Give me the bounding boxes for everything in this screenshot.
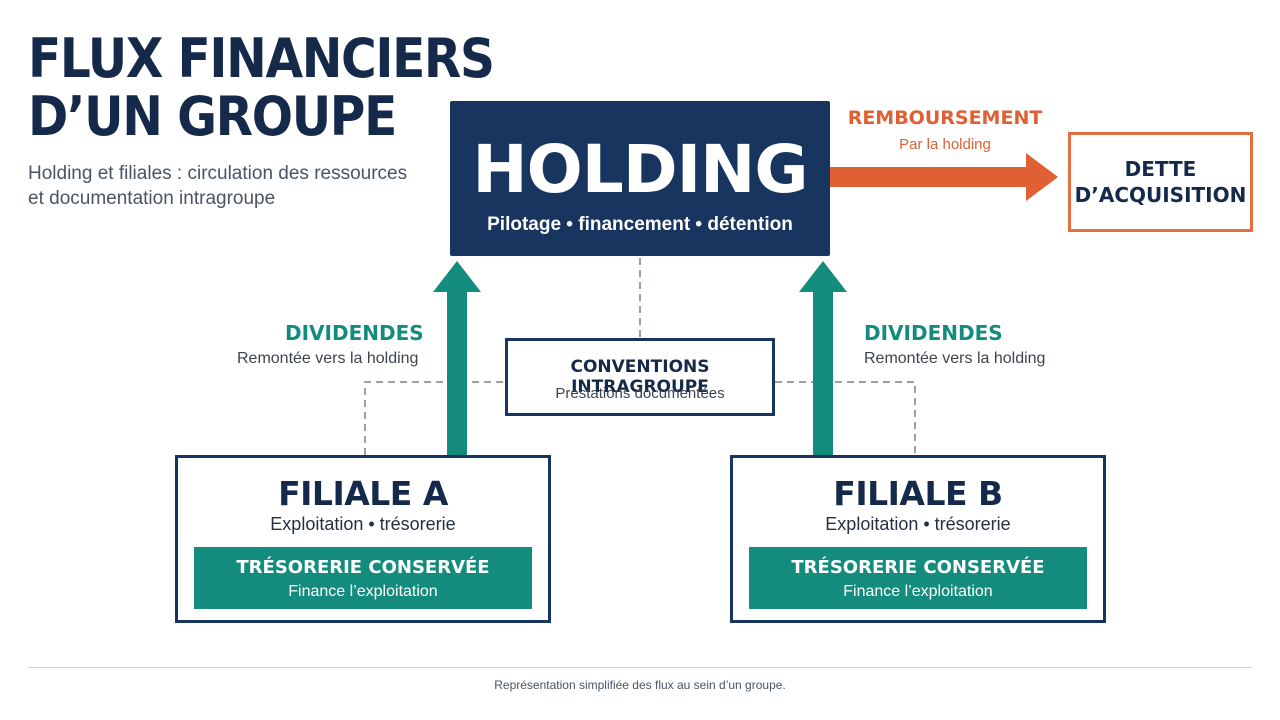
dividends-left-sublabel: Remontée vers la holding <box>237 350 419 367</box>
filiale-a-box: FILIALE A Exploitation • trésorerie TRÉS… <box>175 455 551 623</box>
filiale-b-treasury-subtitle: Finance l’exploitation <box>843 583 993 600</box>
repayment-arrow <box>830 153 1058 201</box>
filiale-b-treasury-title: TRÉSORERIE CONSERVÉE <box>791 557 1045 578</box>
filiale-a-treasury-box: TRÉSORERIE CONSERVÉE Finance l’exploitat… <box>194 547 532 609</box>
acquisition-debt-box: DETTE D’ACQUISITION <box>1068 132 1253 232</box>
dividends-right-label: DIVIDENDES <box>864 321 1003 345</box>
holding-title: HOLDING <box>472 131 808 208</box>
filiale-a-treasury-title: TRÉSORERIE CONSERVÉE <box>236 557 490 578</box>
page-title: FLUX FINANCIERS D’UN GROUPE <box>28 27 495 148</box>
filiale-a-treasury-subtitle: Finance l’exploitation <box>288 583 438 600</box>
filiale-a-subtitle: Exploitation • trésorerie <box>270 514 456 534</box>
repayment-sublabel: Par la holding <box>899 136 991 153</box>
filiale-b-treasury-box: TRÉSORERIE CONSERVÉE Finance l’exploitat… <box>749 547 1087 609</box>
dividend-arrow-right <box>799 261 847 455</box>
debt-line2: D’ACQUISITION <box>1074 183 1247 207</box>
dividend-arrow-left <box>433 261 481 455</box>
dividends-right-sublabel: Remontée vers la holding <box>864 350 1046 367</box>
page-subtitle: Holding et filiales : circulation des re… <box>28 163 408 209</box>
dashed-connector-left <box>364 381 505 455</box>
holding-subtitle: Pilotage • financement • détention <box>487 214 793 235</box>
holding-box: HOLDING Pilotage • financement • détenti… <box>450 101 830 256</box>
conventions-title: CONVENTIONS INTRAGROUPE <box>570 357 710 397</box>
filiale-b-box: FILIALE B Exploitation • trésorerie TRÉS… <box>730 455 1106 623</box>
debt-line1: DETTE <box>1124 157 1197 181</box>
dashed-connector-right <box>775 381 916 455</box>
conventions-subtitle: Prestations documentées <box>555 385 725 402</box>
footer-note: Représentation simplifiée des flux au se… <box>494 678 786 692</box>
filiale-b-subtitle: Exploitation • trésorerie <box>825 514 1011 534</box>
filiale-a-title: FILIALE A <box>278 474 448 513</box>
footer-divider <box>28 667 1252 668</box>
repayment-label: REMBOURSEMENT <box>847 107 1043 129</box>
dividends-left-label: DIVIDENDES <box>285 321 424 345</box>
filiale-b-title: FILIALE B <box>833 474 1003 513</box>
conventions-box: CONVENTIONS INTRAGROUPE Prestations docu… <box>505 338 775 416</box>
